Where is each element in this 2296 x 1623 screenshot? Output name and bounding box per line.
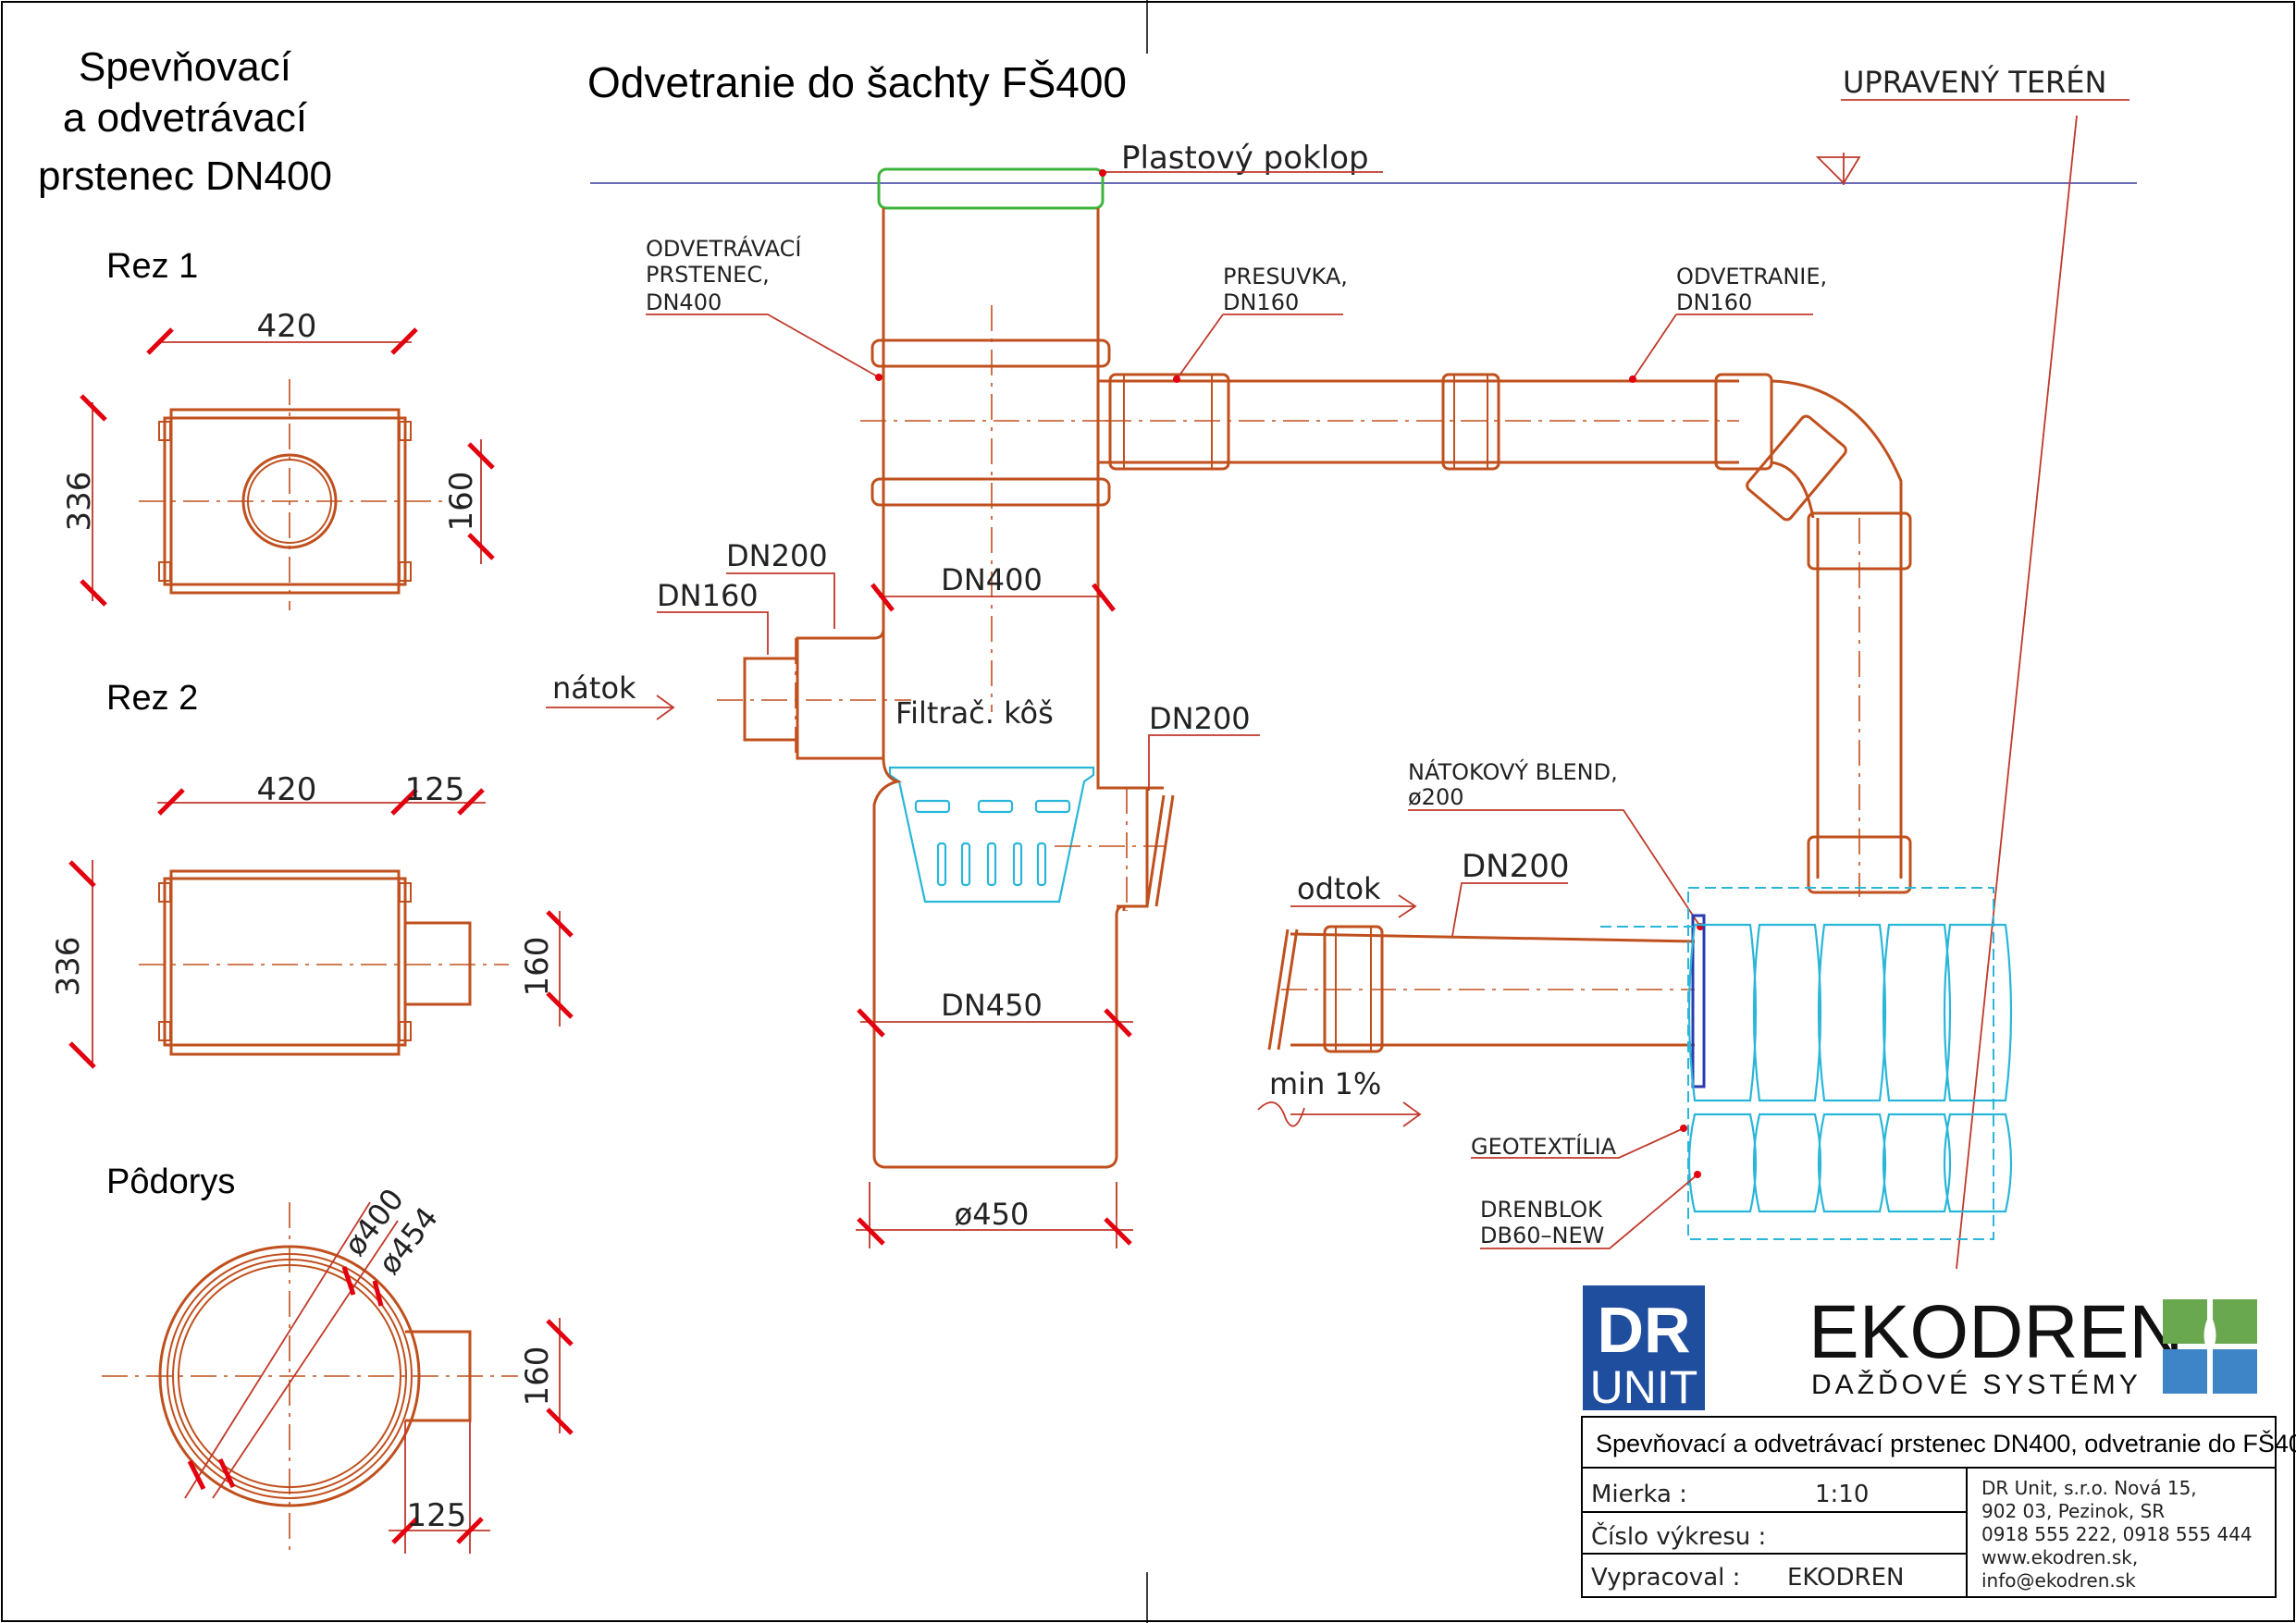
outlet-dn200-label: DN200: [1149, 701, 1251, 736]
title-block-title: Spevňovací a odvetrávací prstenec DN400,…: [1596, 1429, 2296, 1457]
svg-text:PRSTENEC,: PRSTENEC,: [646, 262, 770, 288]
ekodren-logo: EKODREN DAŽĎOVÉ SYSTÉMY: [1808, 1290, 2257, 1400]
svg-text:UNIT: UNIT: [1590, 1361, 1698, 1413]
svg-text:ø200: ø200: [1408, 784, 1464, 810]
terrain-label: UPRAVENÝ TERÉN: [1843, 65, 2106, 100]
svg-text:DRENBLOK: DRENBLOK: [1480, 1197, 1603, 1223]
drawing-no-label: Číslo výkresu :: [1591, 1521, 1766, 1551]
svg-text:DN400: DN400: [646, 289, 722, 315]
dr-unit-logo: DR UNIT: [1583, 1285, 1705, 1413]
drenblok-cell: [1817, 923, 1887, 1102]
drenblok-cell: [1752, 923, 1822, 1102]
inlet: DN200 DN160 nátok: [546, 538, 911, 760]
bottom-diameter-dim: ø450: [856, 1182, 1133, 1248]
vent-label: ODVETRANIE, DN160: [1629, 264, 1827, 383]
svg-text:a odvetrávací: a odvetrávací: [63, 95, 308, 141]
company-line-1: DR Unit, s.r.o. Nová 15,: [1981, 1477, 2197, 1499]
drenblok-cell: [1943, 1113, 2013, 1213]
plastic-cover: [877, 167, 1105, 210]
company-line-5: info@ekodren.sk: [1981, 1569, 2136, 1592]
left-panel-title: Spevňovací a odvetrávací prstenec DN400: [38, 44, 332, 199]
drenblok-cell: [1882, 1113, 1952, 1213]
ring-label: ODVETRÁVACÍ PRSTENEC, DN400: [646, 235, 883, 381]
svg-text:ODVETRANIE,: ODVETRANIE,: [1676, 264, 1827, 289]
svg-text:GEOTEXTÍLIA: GEOTEXTÍLIA: [1471, 1133, 1617, 1160]
slope-label: min 1%: [1269, 1066, 1381, 1101]
svg-text:DAŽĎOVÉ SYSTÉMY: DAŽĎOVÉ SYSTÉMY: [1811, 1370, 2142, 1400]
svg-text:ODVETRÁVACÍ: ODVETRÁVACÍ: [646, 235, 802, 262]
drenblok-cell: [1687, 1113, 1758, 1213]
drenblok-cell: [1882, 923, 1952, 1102]
title-block: Spevňovací a odvetrávací prstenec DN400,…: [1581, 1416, 2296, 1598]
outflow-pipe: odtok DN200 min 1%: [1257, 848, 1696, 1127]
dn400-dim: DN400: [870, 562, 1116, 612]
drenblok-cell: [1943, 923, 2013, 1102]
company-line-2: 902 03, Pezinok, SR: [1981, 1500, 2165, 1522]
drenblok-label: DRENBLOK DB60–NEW: [1480, 1171, 1701, 1249]
drenblok-cell: [1817, 1113, 1887, 1213]
svg-text:NÁTOKOVÝ BLEND,: NÁTOKOVÝ BLEND,: [1408, 758, 1618, 785]
filter-label: Filtrač. kôš: [895, 695, 1054, 731]
main-title: Odvetranie do šachty FŠ400: [587, 58, 1127, 106]
geotextile-label: GEOTEXTÍLIA: [1471, 1125, 1687, 1160]
excavation-edge: [1956, 115, 2078, 1270]
dn450-dim: DN450: [857, 988, 1133, 1038]
svg-text:DR: DR: [1597, 1294, 1690, 1366]
shaft-ring: [860, 208, 1111, 758]
svg-text:Spevňovací: Spevňovací: [79, 44, 292, 90]
r1-height-dim: 336: [61, 472, 98, 532]
outflow-dn-label: DN200: [1462, 848, 1570, 885]
plan-stub-dim: 125: [407, 1497, 467, 1534]
coupling-label: PRESUVKA, DN160: [1173, 264, 1348, 383]
r2-width-dim: 420: [257, 771, 317, 808]
inflow-label: nátok: [552, 670, 636, 706]
section-2-view: 420 125 336 160: [50, 771, 574, 1069]
filter-basket: [888, 766, 1095, 904]
scale-value: 1:10: [1815, 1481, 1869, 1508]
section-2-title: Rez 2: [106, 679, 198, 718]
r1-width-dim: 420: [257, 308, 317, 345]
svg-text:EKODREN: EKODREN: [1808, 1290, 2184, 1374]
plan-title: Pôdorys: [106, 1162, 235, 1201]
drawn-by-value: EKODREN: [1787, 1564, 1904, 1592]
drawn-by-label: Vypracoval :: [1591, 1564, 1740, 1592]
svg-text:DN160: DN160: [1676, 289, 1752, 315]
svg-text:DN400: DN400: [941, 562, 1043, 597]
drenblok-cell: [1752, 1113, 1822, 1213]
r2-height-dim: 336: [50, 937, 87, 997]
plan-hole-dim: 160: [519, 1346, 556, 1407]
svg-text:DN160: DN160: [1223, 289, 1299, 315]
r2-hole-dim: 160: [519, 937, 556, 997]
inlet-dn200-label: DN200: [726, 538, 828, 573]
shaft-body: DN200: [872, 701, 1260, 1169]
outflow-label: odtok: [1297, 871, 1381, 906]
svg-text:prstenec DN400: prstenec DN400: [38, 154, 332, 199]
svg-text:DB60–NEW: DB60–NEW: [1480, 1223, 1604, 1248]
terrain-marker: [1815, 156, 1861, 185]
drenblok: [1600, 887, 2013, 1240]
inlet-blend: NÁTOKOVÝ BLEND, ø200: [1408, 758, 1706, 1088]
r1-hole-dim: 160: [443, 472, 480, 532]
cover-label: Plastový poklop: [1121, 140, 1369, 177]
company-line-4: www.ekodren.sk,: [1981, 1546, 2138, 1568]
svg-text:PRESUVKA,: PRESUVKA,: [1223, 264, 1348, 289]
r2-stub-dim: 125: [405, 771, 465, 808]
section-1-view: 420 336 160: [61, 308, 495, 610]
svg-text:ø450: ø450: [955, 1197, 1030, 1232]
svg-text:DN450: DN450: [941, 988, 1043, 1023]
drenblok-cell: [1687, 923, 1758, 1102]
plan-view: ø400 ø454 160 125: [102, 1182, 574, 1554]
inlet-dn160-label: DN160: [657, 578, 759, 613]
company-line-3: 0918 555 222, 0918 555 444: [1981, 1523, 2253, 1545]
section-1-title: Rez 1: [106, 247, 198, 286]
vent-pipe: [1098, 373, 1912, 897]
scale-label: Mierka :: [1591, 1481, 1687, 1508]
